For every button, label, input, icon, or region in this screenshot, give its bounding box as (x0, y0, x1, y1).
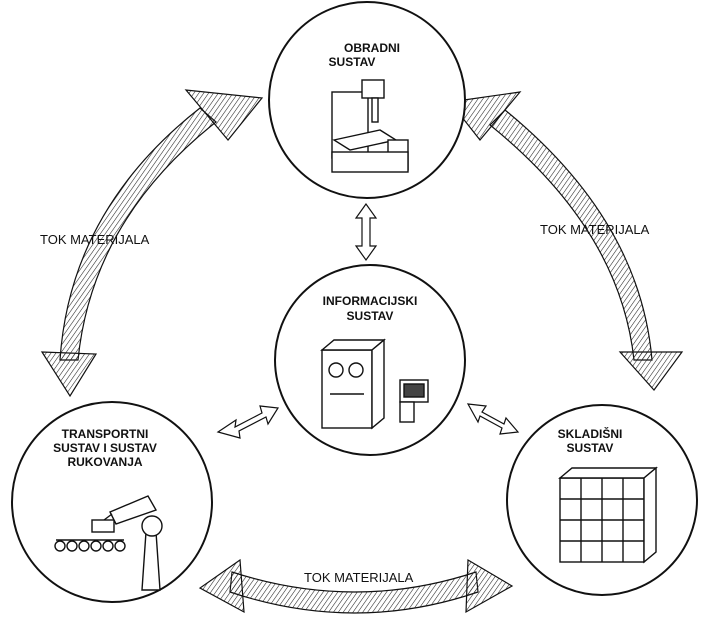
flow-label-bottom: TOK MATERIJALA (304, 570, 414, 585)
node-transport-label-2: SUSTAV I SUSTAV (53, 441, 157, 455)
link-arrow-left (216, 405, 280, 439)
node-information: INFORMACIJSKI SUSTAV (274, 264, 466, 456)
robot-conveyor-icon (54, 495, 163, 591)
flow-arrow-left (40, 89, 264, 398)
node-processing: OBRADNI SUSTAV (268, 1, 466, 199)
node-storage: SKLADIŠNI SUSTAV (506, 404, 698, 596)
node-transport-label-3: RUKOVANJA (67, 455, 142, 469)
storage-rack-icon (558, 466, 658, 564)
node-transport: TRANSPORTNI SUSTAV I SUSTAV RUKOVANJA (11, 401, 213, 603)
node-transport-label-1: TRANSPORTNI (62, 427, 149, 441)
flow-label-right: TOK MATERIJALA (540, 222, 650, 237)
node-processing-label-1: OBRADNI (344, 41, 400, 55)
node-information-label-1: INFORMACIJSKI (323, 294, 418, 308)
link-arrow-right (466, 403, 520, 435)
node-information-label-2: SUSTAV (347, 309, 394, 323)
node-storage-label-1: SKLADIŠNI (558, 426, 623, 441)
flow-arrow-bottom (198, 558, 514, 614)
flow-arrow-right (448, 91, 684, 391)
link-arrow-top (354, 202, 378, 262)
machine-tool-icon (331, 79, 409, 173)
node-processing-label-2: SUSTAV (329, 55, 376, 69)
flow-label-left: TOK MATERIJALA (40, 232, 150, 247)
computer-icon (320, 338, 429, 430)
node-storage-label-2: SUSTAV (567, 441, 614, 455)
